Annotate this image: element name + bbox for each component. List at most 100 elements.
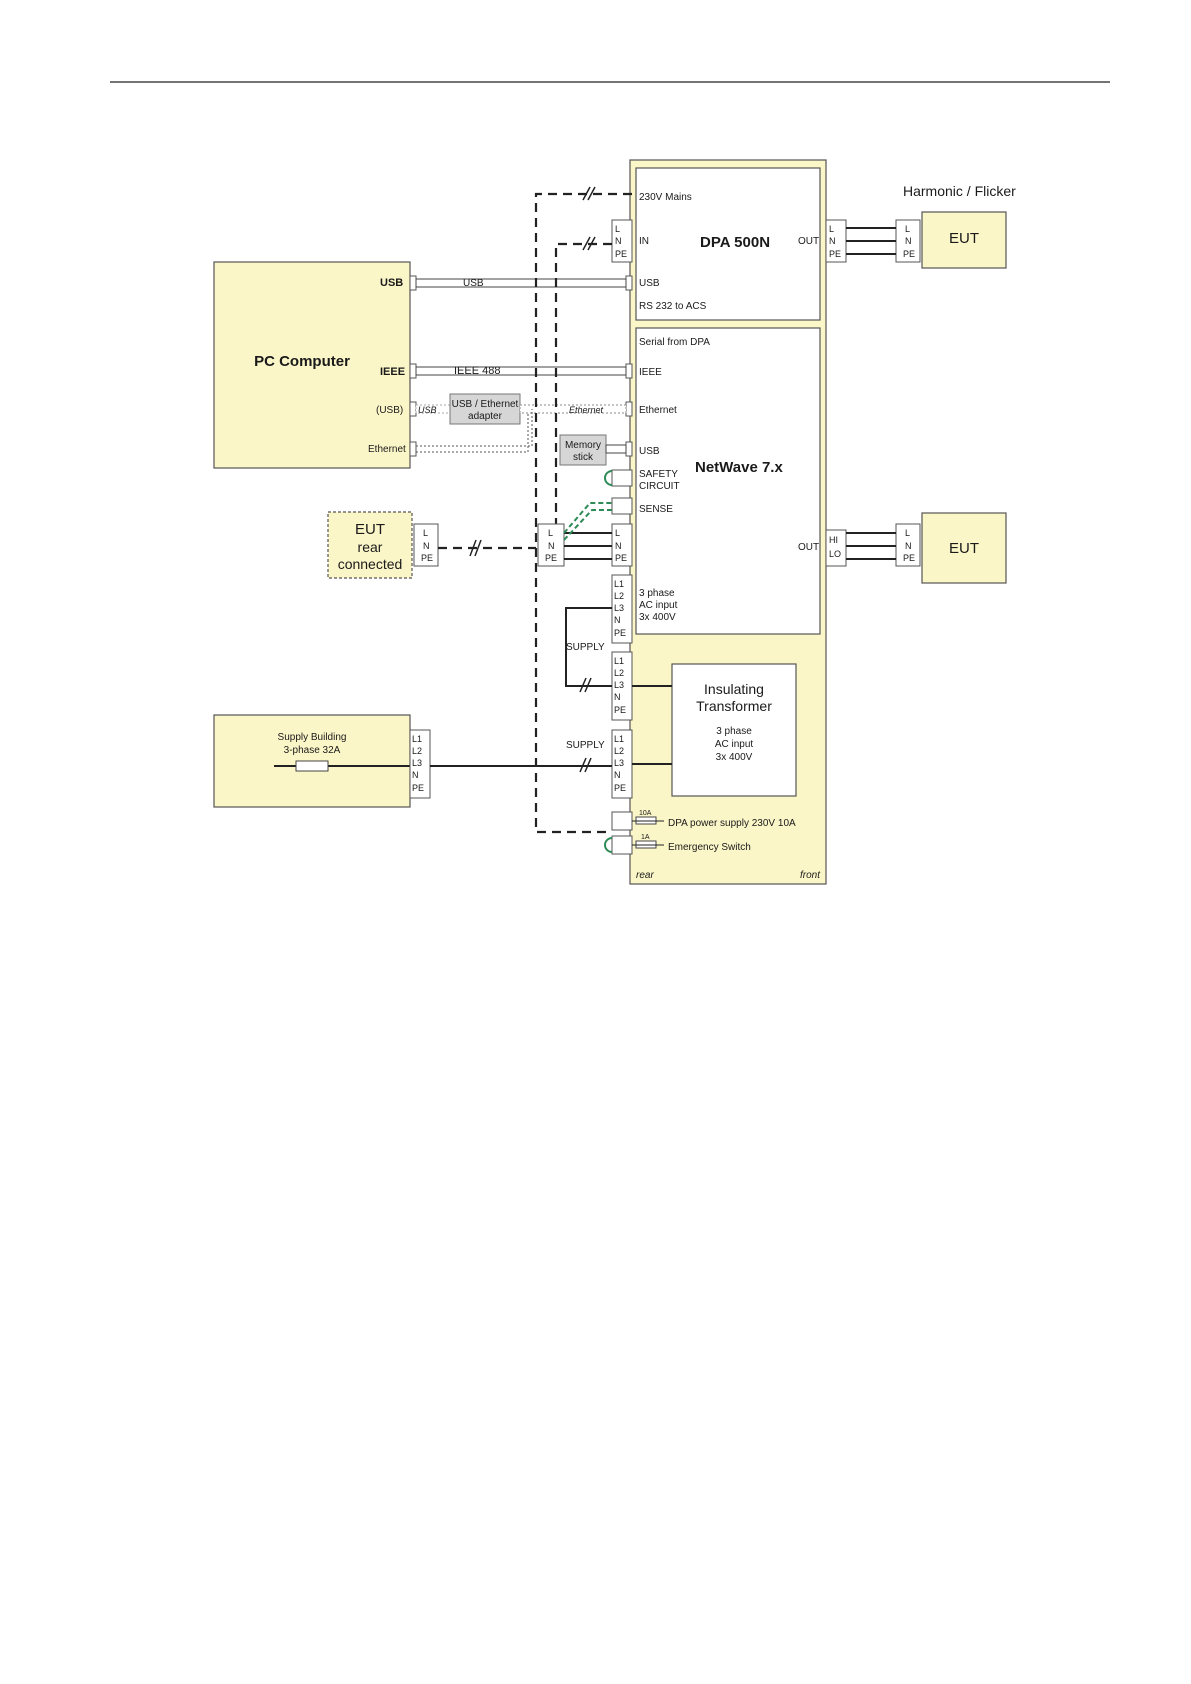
usb-cable-label: USB xyxy=(463,278,484,289)
term-l2: L2 xyxy=(614,591,624,601)
eut-rear-label-1: EUT xyxy=(355,521,385,538)
term-l: L xyxy=(829,224,834,234)
nw-sense-label: SENSE xyxy=(639,504,673,515)
term-l2: L2 xyxy=(614,746,624,756)
nw-serial-label: Serial from DPA xyxy=(639,337,710,348)
memory-label-2: stick xyxy=(573,452,594,463)
usb-ethernet-adapter[interactable] xyxy=(449,393,521,425)
term-n: N xyxy=(905,541,912,551)
transformer-title-1: Insulating xyxy=(704,681,764,697)
term-l1: L1 xyxy=(614,734,624,744)
term-pe: PE xyxy=(614,628,626,638)
supply-building-fuse xyxy=(295,760,329,772)
term-pe: PE xyxy=(421,553,433,563)
nw-safety-label: SAFETY xyxy=(639,469,678,480)
memory-label-1: Memory xyxy=(565,440,601,451)
dpa-rs232-label: RS 232 to ACS xyxy=(639,301,707,312)
eut-rear-label-2: rear xyxy=(358,539,383,555)
adapter-label-1: USB / Ethernet xyxy=(452,399,519,410)
term-n: N xyxy=(829,236,836,246)
usb-cable xyxy=(415,278,627,288)
dpa-in-label: IN xyxy=(639,236,649,247)
emergency-green-indicator xyxy=(604,837,613,853)
supply-label-2: SUPPLY xyxy=(566,740,605,751)
term-l: L xyxy=(548,528,553,538)
ethernet-loop xyxy=(416,409,533,447)
term-l2: L2 xyxy=(412,746,422,756)
usb-socket-dpa xyxy=(625,275,633,291)
term-pe: PE xyxy=(615,249,627,259)
usb-faint-label: USB xyxy=(418,405,437,415)
dpa-in-dashed-line xyxy=(554,242,612,536)
pc-computer-label: PC Computer xyxy=(254,353,350,370)
term-n: N xyxy=(614,770,621,780)
term-l3: L3 xyxy=(614,680,624,690)
term-l: L xyxy=(423,528,428,538)
term-pe: PE xyxy=(614,705,626,715)
term-n: N xyxy=(905,236,912,246)
netwave-title: NetWave 7.x xyxy=(695,459,783,476)
term-n: N xyxy=(615,236,622,246)
nw-3phase-1: 3 phase xyxy=(639,588,675,599)
nw-out-terminal xyxy=(825,529,847,567)
nw-out-label: OUT xyxy=(798,542,819,553)
pc-usb-label: USB xyxy=(380,277,403,289)
mains-dashed-line xyxy=(534,192,632,834)
safety-green-indicator xyxy=(604,470,613,486)
transformer-sub-2: AC input xyxy=(715,739,754,750)
netwave-panel xyxy=(635,327,821,635)
dpa-panel xyxy=(635,167,821,321)
dpa-title: DPA 500N xyxy=(700,234,770,251)
transformer-sub-1: 3 phase xyxy=(716,726,752,737)
eut-rear-box xyxy=(327,511,413,579)
term-lo: LO xyxy=(829,549,841,559)
transformer-sub-3: 3x 400V xyxy=(716,752,753,763)
term-l: L xyxy=(615,528,620,538)
emergency-label: Emergency Switch xyxy=(668,842,751,853)
fuse-10a-label: 10A xyxy=(639,810,652,817)
nw-usb-label: USB xyxy=(639,446,660,457)
pc-usb-paren-label: (USB) xyxy=(376,405,403,416)
dpa-power-label: DPA power supply 230V 10A xyxy=(668,818,796,829)
dpa-mains-label: 230V Mains xyxy=(639,192,692,203)
sense-connector xyxy=(611,497,633,515)
supply-building-label-2: 3-phase 32A xyxy=(284,745,341,756)
term-l3: L3 xyxy=(614,758,624,768)
term-l: L xyxy=(615,224,620,234)
term-n: N xyxy=(423,541,430,551)
term-l: L xyxy=(905,528,910,538)
dpa-out-label: OUT xyxy=(798,236,819,247)
supply-loop xyxy=(565,607,612,687)
nw-ieee-label: IEEE xyxy=(639,367,662,378)
eut-right-terminal xyxy=(895,523,921,567)
nw-ethernet-label: Ethernet xyxy=(639,405,677,416)
term-pe: PE xyxy=(545,553,557,563)
eut-top-label: EUT xyxy=(949,230,979,247)
ethernet-socket-nw xyxy=(625,401,633,417)
emergency-socket xyxy=(611,835,633,855)
transformer-title-2: Transformer xyxy=(696,698,772,714)
ieee-cable xyxy=(415,366,627,376)
term-l1: L1 xyxy=(614,656,624,666)
ieee-cable-label: IEEE 488 xyxy=(454,365,500,377)
term-l: L xyxy=(905,224,910,234)
term-n: N xyxy=(548,541,555,551)
nw-3phase-2: AC input xyxy=(639,600,678,611)
term-hi: HI xyxy=(829,535,838,545)
nw-circuit-label: CIRCUIT xyxy=(639,481,680,492)
term-n: N xyxy=(614,692,621,702)
term-l1: L1 xyxy=(412,734,422,744)
term-l3: L3 xyxy=(614,603,624,613)
rack-front-label: front xyxy=(800,870,821,881)
ethernet-faint-cable xyxy=(519,404,627,414)
term-pe: PE xyxy=(903,553,915,563)
ethernet-faint-label: Ethernet xyxy=(569,405,604,415)
pc-computer-box xyxy=(213,261,411,469)
usb-socket-nw xyxy=(625,441,633,457)
sense-green-wire xyxy=(563,502,612,534)
term-l3: L3 xyxy=(412,758,422,768)
safety-connector xyxy=(611,469,633,487)
ieee-socket-nw xyxy=(625,363,633,379)
nw-3phase-3: 3x 400V xyxy=(639,612,676,623)
